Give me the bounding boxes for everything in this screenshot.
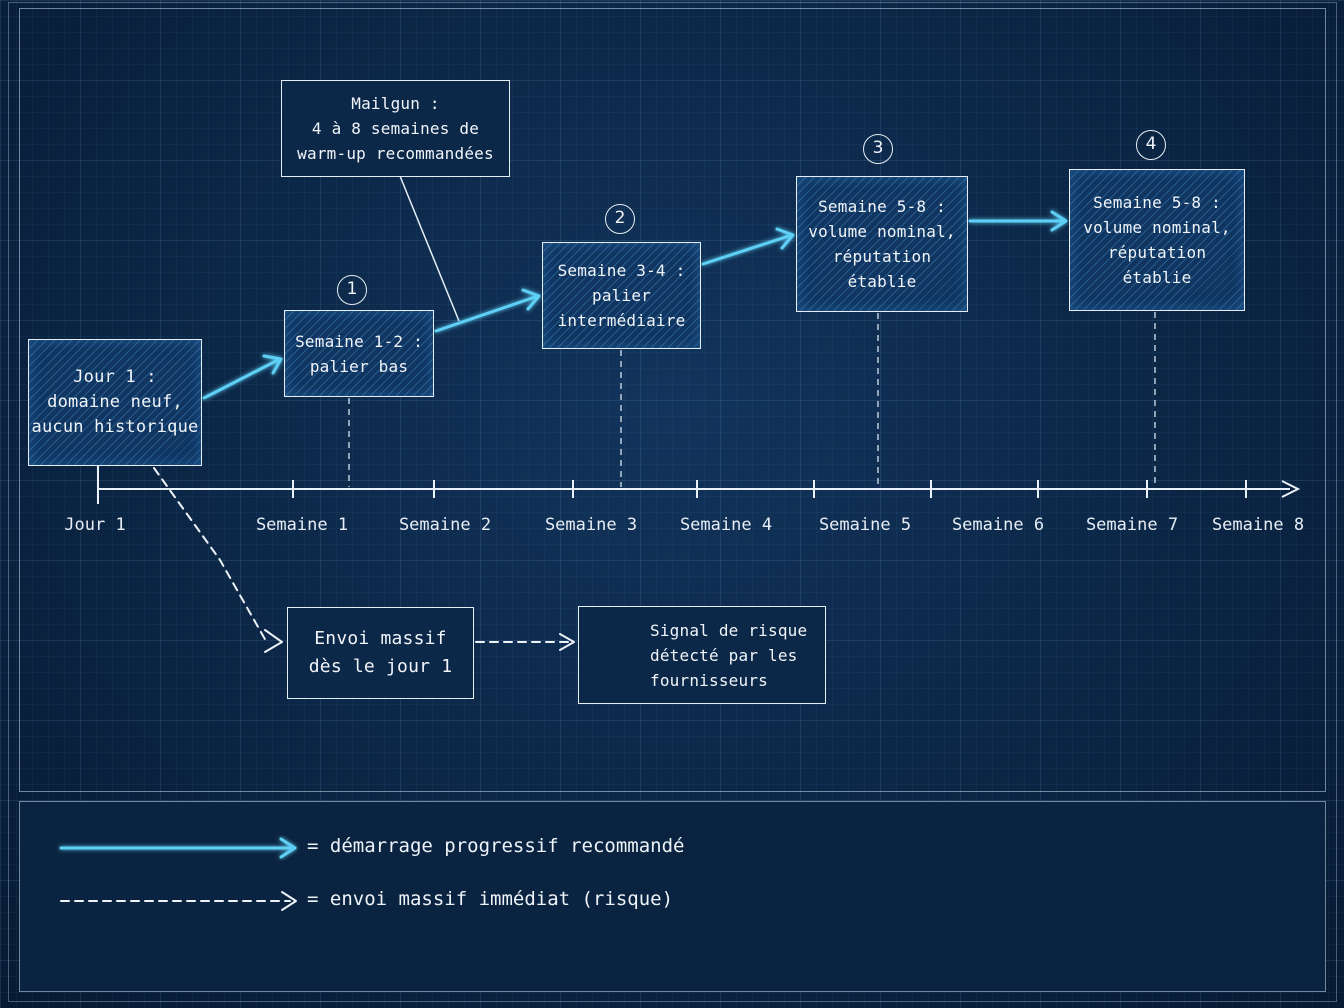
- outer-frame: [8, 2, 1337, 1002]
- mailgun-callout: Mailgun : 4 à 8 semaines de warm-up reco…: [281, 80, 510, 177]
- legend-panel: [19, 801, 1326, 992]
- tick-label-week-1: Semaine 1: [255, 515, 349, 535]
- step-number-1: 1: [337, 275, 367, 305]
- tick-label-week-6: Semaine 6: [951, 515, 1045, 535]
- step-label-4: Semaine 5-8 : volume nominal, réputation…: [1083, 193, 1231, 287]
- step-box-day-1: Jour 1 : domaine neuf, aucun historique: [28, 339, 202, 466]
- timeline-axis: [97, 466, 1301, 504]
- step-box-1: Semaine 1-2 : palier bas: [284, 310, 434, 397]
- risk-arrowhead-2: [559, 633, 575, 651]
- burst-send-label: Envoi massif dès le jour 1: [308, 628, 453, 677]
- risk-arrows: [153, 467, 569, 643]
- tick-label-week-3: Semaine 3: [544, 515, 638, 535]
- tick-label-week-7: Semaine 7: [1085, 515, 1179, 535]
- drop-lines: [348, 312, 1156, 487]
- burst-send-box: Envoi massif dès le jour 1: [287, 607, 474, 699]
- risk-arrowhead-1: [264, 629, 283, 653]
- legend-progressive-line: [59, 837, 297, 859]
- tick-label-week-8: Semaine 8: [1211, 515, 1305, 535]
- legend-burst-line: [60, 891, 297, 911]
- legend-burst-label: = envoi massif immédiat (risque): [307, 888, 674, 910]
- tick-label-day-1: Jour 1: [64, 515, 126, 535]
- step-box-3: Semaine 5-8 : volume nominal, réputation…: [796, 176, 968, 312]
- tick-label-week-4: Semaine 4: [679, 515, 773, 535]
- step-label-day-1: Jour 1 : domaine neuf, aucun historique: [31, 367, 199, 437]
- risk-signal-box: Signal de risque détecté par les fournis…: [578, 606, 826, 704]
- step-label-3: Semaine 5-8 : volume nominal, réputation…: [808, 197, 956, 291]
- diagram-frame: [19, 8, 1326, 792]
- callout-leader: [399, 175, 460, 322]
- risk-signal-label: Signal de risque détecté par les fournis…: [650, 620, 808, 690]
- mailgun-callout-text: Mailgun : 4 à 8 semaines de warm-up reco…: [297, 94, 494, 163]
- step-number-2: 2: [605, 204, 635, 234]
- legend-progressive-label: = démarrage progressif recommandé: [307, 835, 685, 857]
- tick-label-week-2: Semaine 2: [398, 515, 492, 535]
- step-label-2: Semaine 3-4 : palier intermédiaire: [557, 261, 686, 330]
- step-number-3: 3: [863, 134, 893, 164]
- step-label-1: Semaine 1-2 : palier bas: [295, 331, 423, 376]
- tick-label-week-5: Semaine 5: [818, 515, 912, 535]
- step-number-4: 4: [1136, 130, 1166, 160]
- step-box-4: Semaine 5-8 : volume nominal, réputation…: [1069, 169, 1245, 311]
- progressive-arrows: [202, 210, 1068, 400]
- step-box-2: Semaine 3-4 : palier intermédiaire: [542, 242, 701, 349]
